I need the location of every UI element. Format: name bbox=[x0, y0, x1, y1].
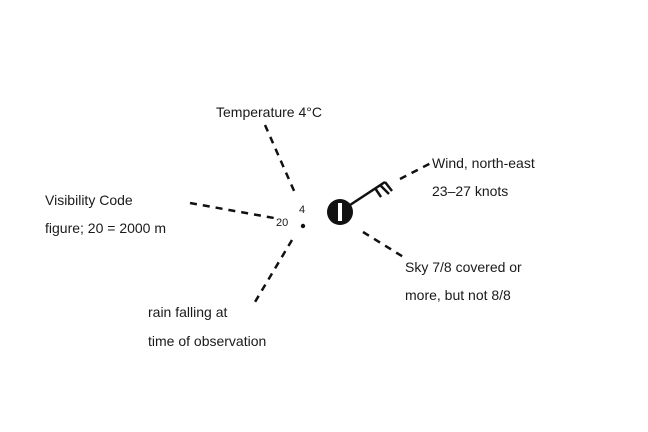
rain-label-line1: rain falling at bbox=[148, 304, 228, 320]
temperature-leader-line bbox=[263, 124, 297, 194]
rain-label-line2: time of observation bbox=[148, 333, 267, 349]
wind-barb-icon bbox=[349, 180, 393, 207]
sky-label-line1: Sky 7/8 covered or bbox=[405, 259, 522, 275]
wind-label-line1: Wind, north-east bbox=[432, 155, 535, 171]
sky-cover-icon bbox=[327, 199, 353, 225]
sky-leader-line bbox=[362, 230, 406, 260]
visibility-leader-line bbox=[189, 201, 275, 220]
temperature-label: Temperature 4°C bbox=[216, 104, 322, 120]
visibility-label-line2: figure; 20 = 2000 m bbox=[45, 220, 167, 236]
wind-label-line2: 23–27 knots bbox=[432, 183, 509, 199]
rain-leader-line bbox=[253, 239, 294, 303]
sky-label-line2: more, but not 8/8 bbox=[405, 287, 511, 303]
visibility-label-line1: Visibility Code bbox=[45, 192, 133, 208]
visibility-value: 20 bbox=[276, 217, 289, 229]
rain-dot-icon bbox=[300, 223, 306, 229]
temperature-value: 4 bbox=[299, 204, 306, 216]
wind-leader-line bbox=[399, 161, 432, 181]
